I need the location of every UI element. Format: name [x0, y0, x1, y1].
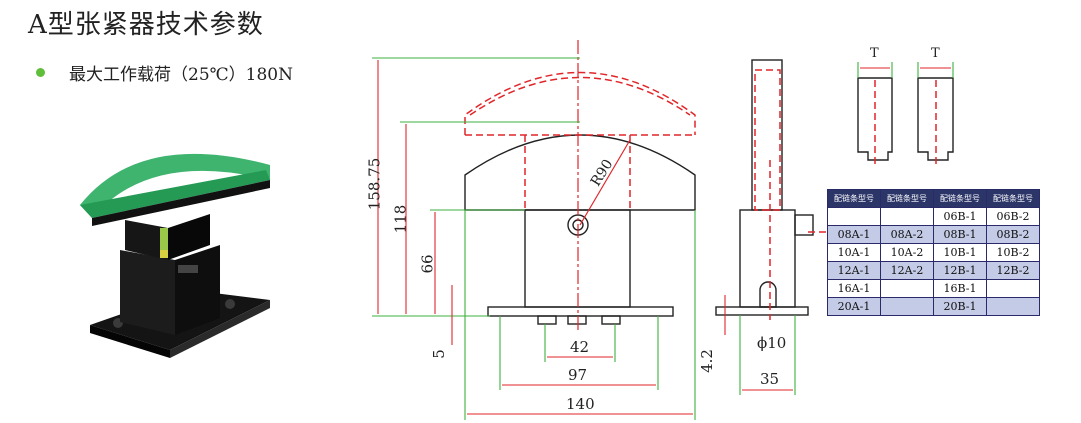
table-cell: 16B-1	[933, 279, 987, 298]
table-header-row: 配链条型号 配链条型号 配链条型号 配链条型号	[827, 189, 1040, 208]
table-header: 配链条型号	[986, 189, 1040, 208]
table-cell	[880, 207, 934, 226]
table-row: 08A-1 08A-2 08B-1 08B-2	[827, 225, 1040, 244]
raised-arc-dashed	[464, 71, 696, 135]
dim-phi10: ϕ10	[757, 334, 787, 352]
table-header: 配链条型号	[827, 189, 881, 208]
center-bolt	[567, 214, 589, 236]
dim-66: 66	[418, 254, 437, 274]
yellow-indicator	[160, 250, 168, 258]
adjust-screw	[178, 265, 198, 273]
bullet-dot-icon	[36, 68, 45, 77]
dim-118: 118	[391, 204, 410, 234]
table-cell	[986, 279, 1040, 298]
page-title: A型张紧器技术参数	[28, 10, 264, 40]
table-cell: 06B-2	[986, 207, 1040, 226]
table-cell: 12A-2	[880, 261, 934, 280]
tensioner-photo	[80, 153, 270, 358]
base-flange	[487, 306, 674, 317]
table-cell	[986, 297, 1040, 316]
side-slider	[751, 59, 783, 211]
green-indicator	[160, 228, 168, 258]
table-row: 20A-1 20B-1	[827, 297, 1040, 316]
table-cell: 10B-1	[933, 243, 987, 262]
table-cell: 08B-2	[986, 225, 1040, 244]
dim-r90: R90	[587, 156, 617, 190]
dim-42: 42	[570, 338, 590, 356]
housing-body	[524, 209, 631, 308]
table-row: 16A-1 16B-1	[827, 279, 1040, 298]
table-cell: 12B-1	[933, 261, 987, 280]
table-cell: 06B-1	[933, 207, 987, 226]
table-row: 12A-1 12A-2 12B-1 12B-2	[827, 261, 1040, 280]
profile-double	[917, 77, 954, 161]
table-cell: 20A-1	[827, 297, 881, 316]
dim-140: 140	[566, 395, 595, 413]
dim-t-1: T	[870, 46, 879, 61]
table-header: 配链条型号	[880, 189, 934, 208]
table-cell: 20B-1	[933, 297, 987, 316]
table-cell: 10B-2	[986, 243, 1040, 262]
side-body	[739, 209, 796, 308]
body-front	[120, 250, 175, 335]
table-row: 10A-1 10A-2 10B-1 10B-2	[827, 243, 1040, 262]
table-cell: 12A-1	[827, 261, 881, 280]
housing-arc	[464, 134, 696, 211]
dim-4-2: 4.2	[697, 349, 716, 373]
green-pad	[80, 153, 270, 218]
table-cell	[880, 279, 934, 298]
table-cell: 08A-1	[827, 225, 881, 244]
table-cell: 10A-2	[880, 243, 934, 262]
table-cell	[827, 207, 881, 226]
dim-t-2: T	[931, 46, 940, 61]
spec-text: 最大工作载荷（25℃）180N	[69, 65, 293, 85]
dim-97: 97	[568, 366, 588, 384]
table-cell	[880, 297, 934, 316]
dim-35: 35	[760, 370, 780, 388]
mount-hole-right	[225, 299, 235, 309]
dim-158-75: 158.75	[365, 157, 384, 211]
slider-column	[125, 220, 168, 260]
table-cell: 10A-1	[827, 243, 881, 262]
table-cell: 08A-2	[880, 225, 934, 244]
profile-single	[857, 77, 893, 161]
table-cell: 08B-1	[933, 225, 987, 244]
dim-5: 5	[429, 349, 448, 359]
table-cell: 16A-1	[827, 279, 881, 298]
spec-bullet: 最大工作载荷（25℃）180N	[36, 60, 293, 85]
chain-model-table: 配链条型号 配链条型号 配链条型号 配链条型号 06B-1 06B-2 08A-…	[827, 189, 1040, 316]
table-cell: 12B-2	[986, 261, 1040, 280]
table-row: 06B-1 06B-2	[827, 207, 1040, 226]
table-header: 配链条型号	[933, 189, 987, 208]
